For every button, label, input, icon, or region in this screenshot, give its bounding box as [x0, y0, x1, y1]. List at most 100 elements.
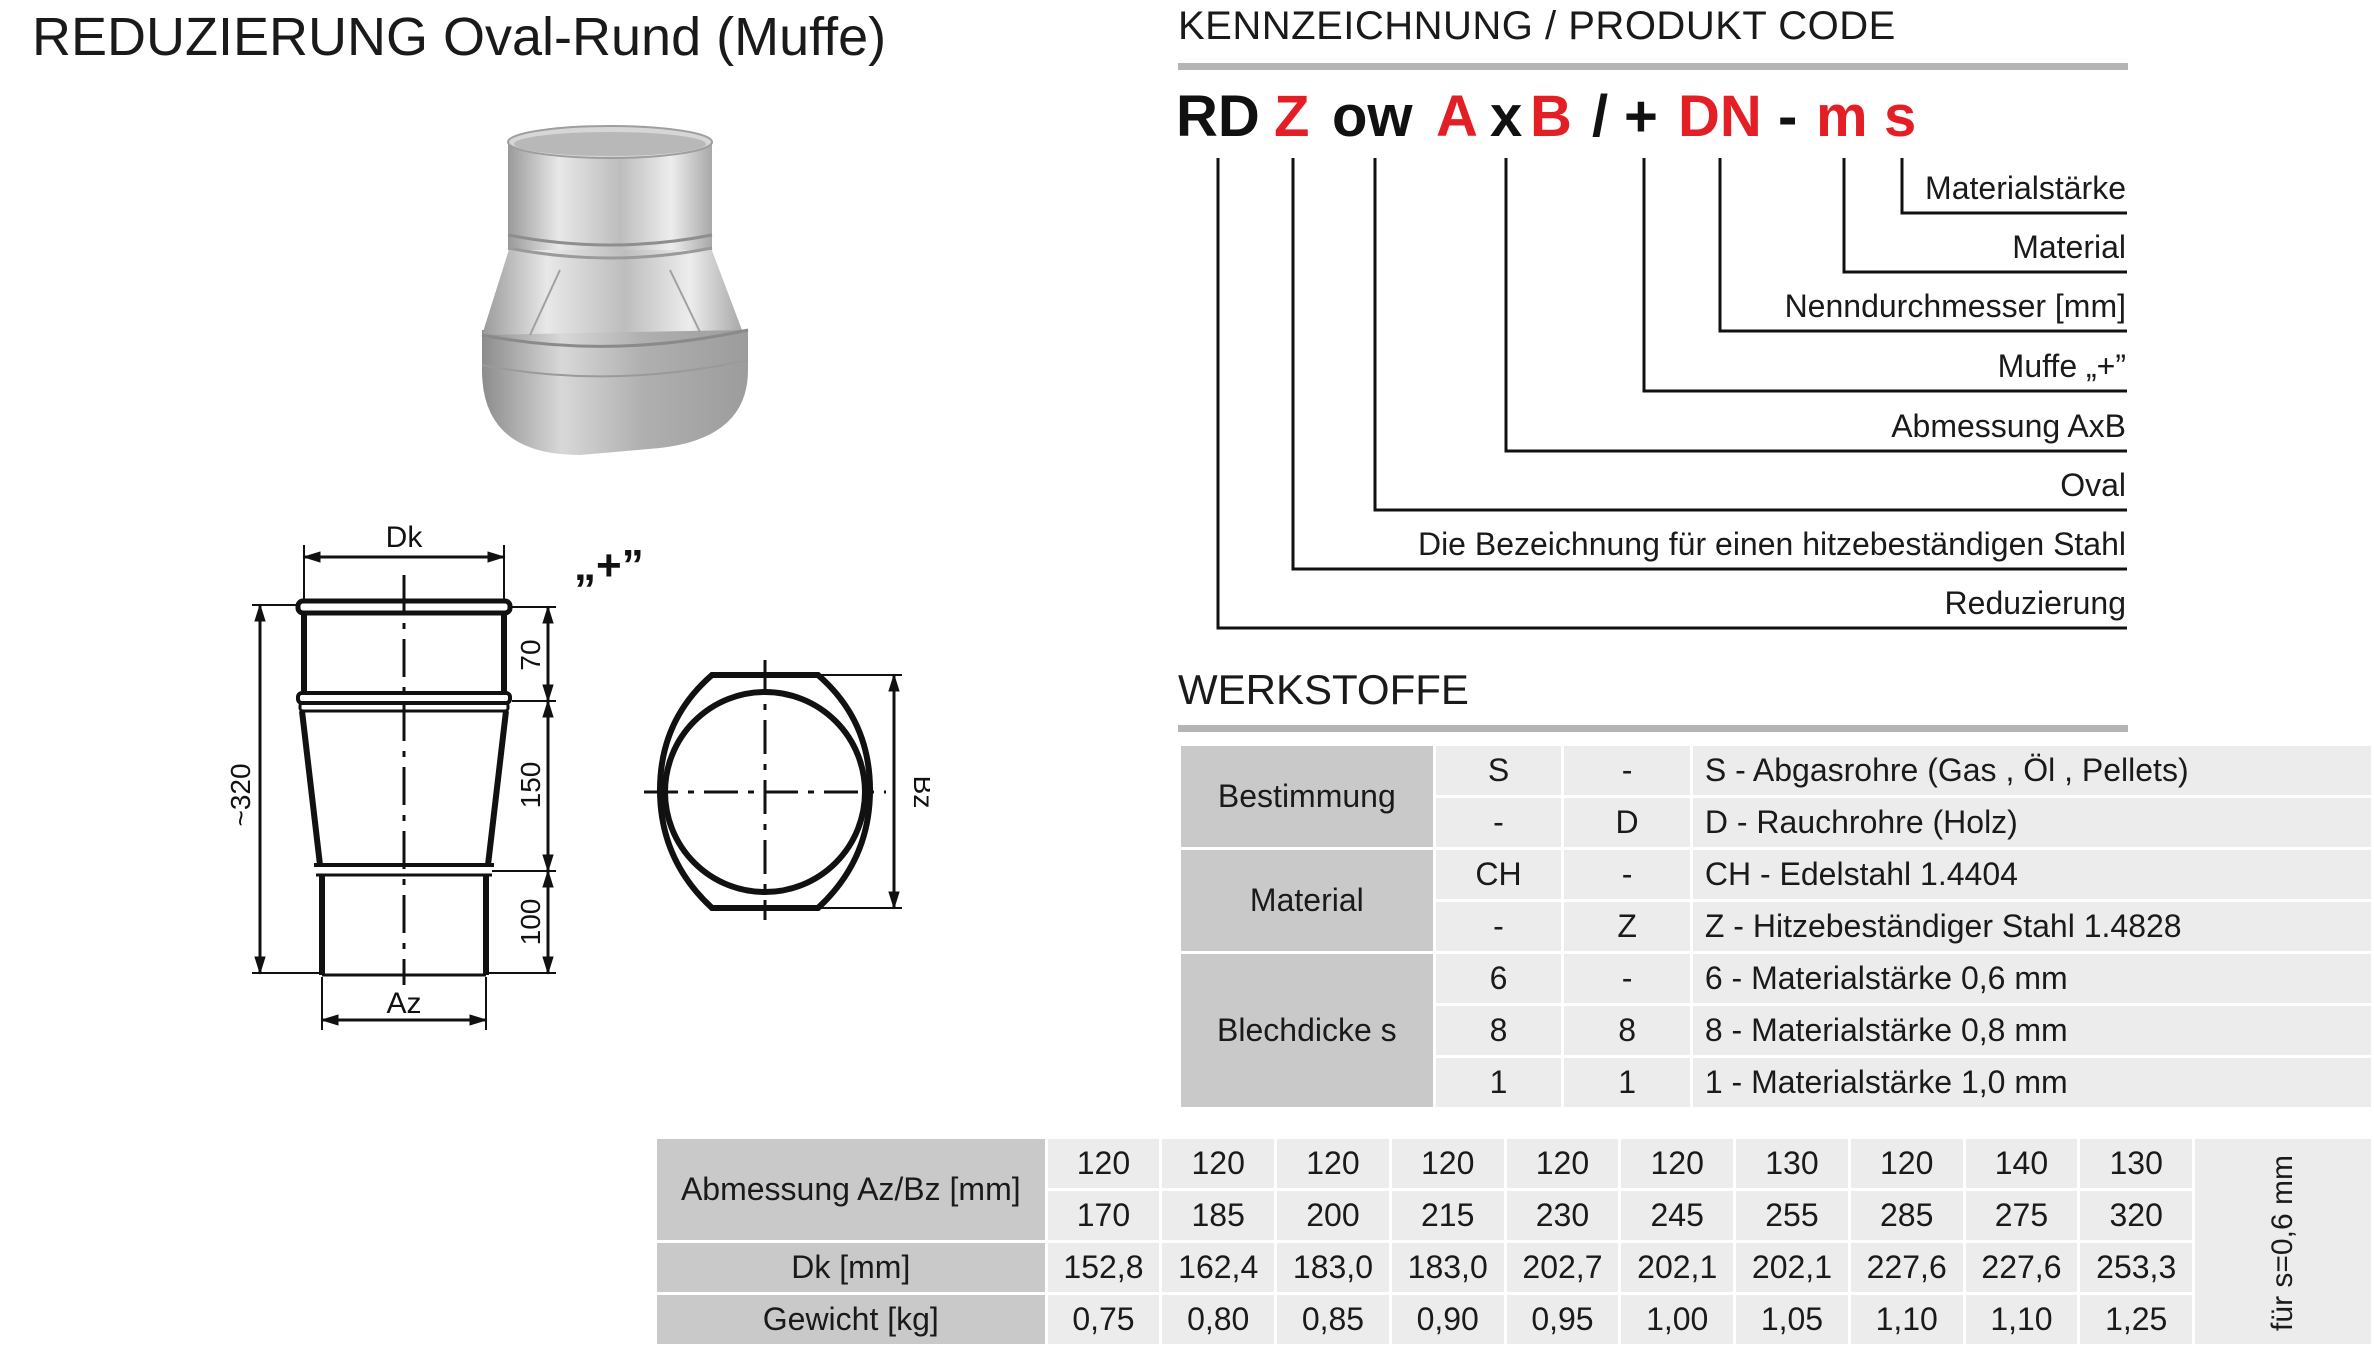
code-cell: 8: [1435, 1006, 1562, 1055]
code-part-a: A: [1436, 84, 1478, 149]
code-part-dash: -: [1778, 84, 1798, 149]
code-part-ow: ow: [1332, 84, 1413, 149]
code-part-x: x: [1490, 84, 1523, 149]
weight-cell: 0,75: [1047, 1295, 1160, 1344]
code-heading-rule: [1178, 63, 2128, 70]
description-cell: S - Abgasrohre (Gas , Öl , Pellets): [1692, 746, 2371, 795]
dk-cell: 162,4: [1162, 1243, 1275, 1292]
az-cell: 120: [1621, 1139, 1734, 1188]
legend-reduzierung: Reduzierung: [1944, 585, 2126, 621]
az-cell: 120: [1162, 1139, 1275, 1188]
code-part-plus: +: [1624, 84, 1658, 149]
az-cell: 120: [1047, 1139, 1160, 1188]
code-cell: -: [1435, 902, 1562, 951]
werkstoffe-table: Bestimmung S - S - Abgasrohre (Gas , Öl …: [1178, 743, 2374, 1110]
bz-cell: 200: [1277, 1191, 1389, 1240]
bz-cell: 275: [1965, 1191, 2078, 1240]
az-cell: 120: [1391, 1139, 1504, 1188]
table-row: Material CH - CH - Edelstahl 1.4404: [1181, 850, 2371, 951]
table-row: 8 8 8 - Materialstärke 0,8 mm: [1181, 1006, 2371, 1055]
plus-label-box: „+”: [574, 541, 644, 590]
dk-cell: 227,6: [1850, 1243, 1963, 1292]
table-row-az: Abmessung Az/Bz [mm] 120 120 120 120 120…: [657, 1139, 2371, 1344]
weight-cell: 1,10: [1965, 1295, 2078, 1344]
bz-label: Bz: [908, 776, 930, 809]
dk-cell: 202,1: [1736, 1243, 1848, 1292]
code-part-rd: RD: [1176, 84, 1260, 149]
legend-materialstaerke: Materialstärke: [1925, 170, 2126, 206]
az-cell: 120: [1506, 1139, 1619, 1188]
code-cell: -: [1564, 850, 1690, 899]
table-row-weight: Gewicht [kg] 0,75 0,80 0,85 0,90 0,95 1,…: [657, 1295, 2371, 1344]
code-part-s: s: [1884, 84, 1917, 149]
description-cell: Z - Hitzebeständiger Stahl 1.4828: [1692, 902, 2371, 951]
dk-cell: 183,0: [1391, 1243, 1504, 1292]
page-title: REDUZIERUNG Oval-Rund (Muffe): [32, 7, 887, 67]
bz-cell: 285: [1850, 1191, 1963, 1240]
weight-label-cell: Gewicht [kg]: [657, 1295, 1045, 1344]
weight-cell: 1,00: [1621, 1295, 1734, 1344]
code-part-z: Z: [1274, 84, 1310, 149]
dk-label-cell: Dk [mm]: [657, 1243, 1045, 1292]
table-row: Blechdicke s 6 - 6 - Materialstärke 0,6 …: [1181, 954, 2371, 1107]
werkstoffe-rule: [1178, 725, 2128, 732]
az-cell: 130: [2080, 1139, 2193, 1188]
weight-cell: 1,05: [1736, 1295, 1848, 1344]
legend-stahl: Die Bezeichnung für einen hitzebeständig…: [1417, 526, 2126, 562]
code-cell: CH: [1435, 850, 1562, 899]
code-cell: -: [1564, 954, 1690, 1003]
code-part-m: m: [1816, 84, 1868, 149]
segment-100-label: 100: [515, 899, 546, 946]
code-cell: Z: [1564, 902, 1690, 951]
segment-150-label: 150: [515, 762, 546, 809]
side-note-cell: für s=0,6 mm: [2195, 1139, 2371, 1344]
bz-cell: 185: [1162, 1191, 1275, 1240]
category-cell: Blechdicke s: [1181, 954, 1433, 1107]
table-row: - Z Z - Hitzebeständiger Stahl 1.4828: [1181, 902, 2371, 951]
bz-cell: 170: [1047, 1191, 1160, 1240]
bz-cell: 215: [1391, 1191, 1504, 1240]
dk-cell: 183,0: [1277, 1243, 1389, 1292]
az-cell: 120: [1850, 1139, 1963, 1188]
az-cell: 140: [1965, 1139, 2078, 1188]
az-label: Az: [386, 987, 421, 1020]
legend-muffe: Muffe „+”: [1997, 348, 2126, 384]
code-cell: -: [1564, 746, 1690, 795]
az-cell: 120: [1277, 1139, 1389, 1188]
weight-cell: 0,95: [1506, 1295, 1619, 1344]
description-cell: 6 - Materialstärke 0,6 mm: [1692, 954, 2371, 1003]
code-heading: KENNZEICHNUNG / PRODUKT CODE: [1178, 4, 1896, 48]
dk-cell: 202,1: [1621, 1243, 1734, 1292]
code-cell: 1: [1564, 1058, 1690, 1107]
dk-cell: 253,3: [2080, 1243, 2193, 1292]
muffe-plus-label: „+”: [574, 541, 644, 590]
weight-cell: 0,90: [1391, 1295, 1504, 1344]
dk-label: Dk: [386, 521, 424, 554]
weight-cell: 1,25: [2080, 1295, 2193, 1344]
code-cell: -: [1435, 798, 1562, 847]
bz-cell: 255: [1736, 1191, 1848, 1240]
segment-70-label: 70: [515, 639, 546, 670]
legend-oval: Oval: [2060, 467, 2126, 503]
code-cell: S: [1435, 746, 1562, 795]
legend-material: Material: [2012, 229, 2126, 265]
dk-cell: 202,7: [1506, 1243, 1619, 1292]
code-cell: 1: [1435, 1058, 1562, 1107]
bz-cell: 245: [1621, 1191, 1734, 1240]
dimensions-table: Abmessung Az/Bz [mm] 120 120 120 120 120…: [654, 1136, 2374, 1347]
bz-cell: 230: [1506, 1191, 1619, 1240]
size-label-cell: Abmessung Az/Bz [mm]: [657, 1139, 1045, 1240]
total-length-label: ~320: [230, 763, 256, 826]
code-part-b: B: [1530, 84, 1572, 149]
category-cell: Bestimmung: [1181, 746, 1433, 847]
description-cell: 8 - Materialstärke 0,8 mm: [1692, 1006, 2371, 1055]
description-cell: 1 - Materialstärke 1,0 mm: [1692, 1058, 2371, 1107]
description-cell: D - Rauchrohre (Holz): [1692, 798, 2371, 847]
werkstoffe-heading: WERKSTOFFE: [1178, 666, 1469, 713]
category-cell: Material: [1181, 850, 1433, 951]
code-part-dn: DN: [1678, 84, 1762, 149]
dk-cell: 152,8: [1047, 1243, 1160, 1292]
code-cell: 6: [1435, 954, 1562, 1003]
weight-cell: 0,80: [1162, 1295, 1275, 1344]
